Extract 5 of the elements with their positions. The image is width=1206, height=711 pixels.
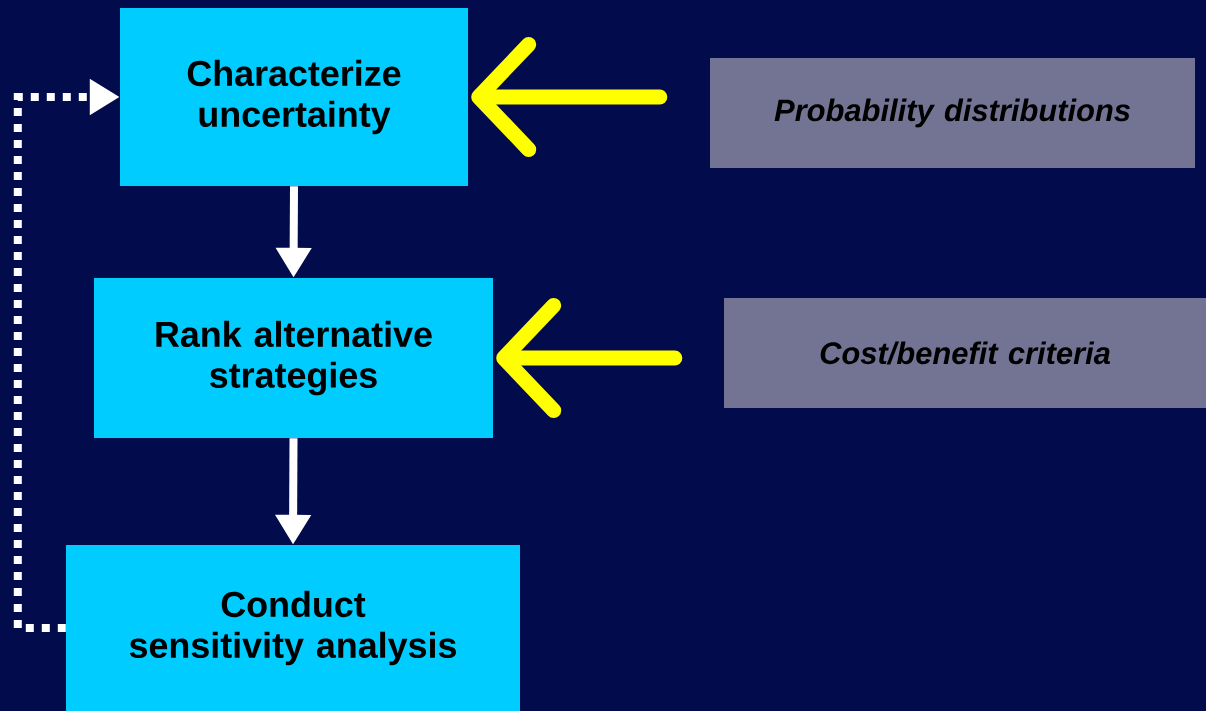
- input-box: Probability distributions: [710, 58, 1195, 168]
- process-box: Characterize uncertainty: [120, 8, 468, 186]
- process-box: Rank alternative strategies: [94, 278, 493, 438]
- process-box: Conduct sensitivity analysis: [66, 545, 520, 711]
- input-box: Cost/benefit criteria: [724, 298, 1206, 408]
